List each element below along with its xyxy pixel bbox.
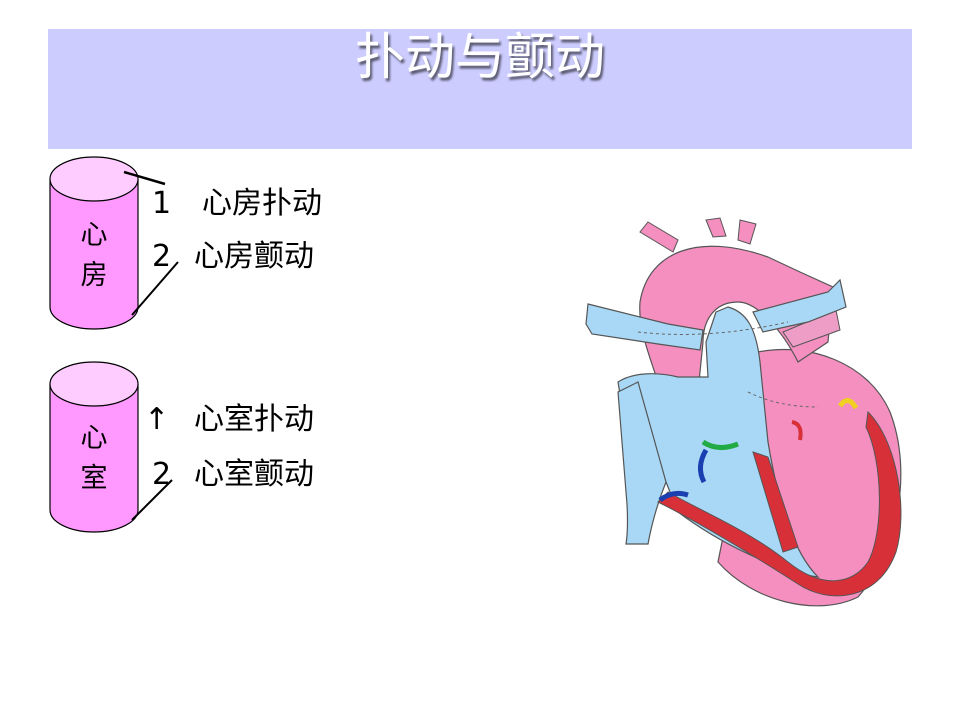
atrium-cylinder: 心 房 (48, 155, 140, 333)
ventricle-label-line1: 心 (80, 423, 108, 454)
valve-yellow (837, 398, 859, 410)
atrium-item-2: 2 心房颤动 (152, 231, 314, 275)
arch-branch-left (639, 221, 679, 253)
atrium-bracket-top (123, 170, 166, 186)
valve-blue (698, 448, 709, 484)
valve-blue-lower (658, 490, 689, 503)
atrium-label-line2: 房 (80, 260, 108, 291)
septum (752, 451, 799, 553)
pulmonary-artery-left (585, 303, 704, 351)
atrium-bracket-bottom (131, 261, 179, 316)
ventricle-item-1: ↑ 心室扑动 (144, 394, 314, 438)
dashed-line-2 (747, 391, 819, 408)
atrium-item-2-text: 心房颤动 (194, 239, 314, 274)
ventricle-cylinder: 心 室 (48, 360, 140, 538)
atrium-item-1-num: 1 (152, 186, 172, 221)
arch-branch-right (737, 219, 757, 245)
ventricle-label-line2: 室 (80, 463, 108, 494)
ventricle-item-1-num: ↑ (144, 402, 170, 437)
slide-title: 扑动与颤动 (355, 28, 605, 86)
aortic-arch (639, 245, 834, 393)
ventricle-bracket-bottom (131, 479, 173, 521)
valve-green (701, 439, 739, 450)
valve-red (791, 420, 803, 441)
ventricle-item-1-text: 心室扑动 (194, 402, 314, 437)
pulmonary-artery-right (752, 278, 847, 333)
heart-illustration (585, 217, 902, 607)
atrium-cylinder-shape (49, 156, 139, 330)
ventricle-item-2: 2 心室颤动 (152, 449, 314, 493)
ventricle-wall (657, 410, 902, 597)
ventricle-item-2-text: 心室颤动 (194, 457, 314, 492)
dashed-line-1 (637, 321, 789, 335)
atrium-item-1-text: 心房扑动 (202, 186, 322, 221)
ventricle-item-2-num: 2 (152, 457, 172, 492)
atrium-item-1: 1 心房扑动 (152, 178, 322, 222)
ventricle-cylinder-shape (49, 361, 139, 533)
vena-cava (617, 381, 667, 545)
atrium-label-line1: 心 (80, 220, 108, 251)
atrium-item-2-num: 2 (152, 239, 172, 274)
arch-branch-mid (705, 217, 727, 238)
title-bar (48, 29, 912, 149)
